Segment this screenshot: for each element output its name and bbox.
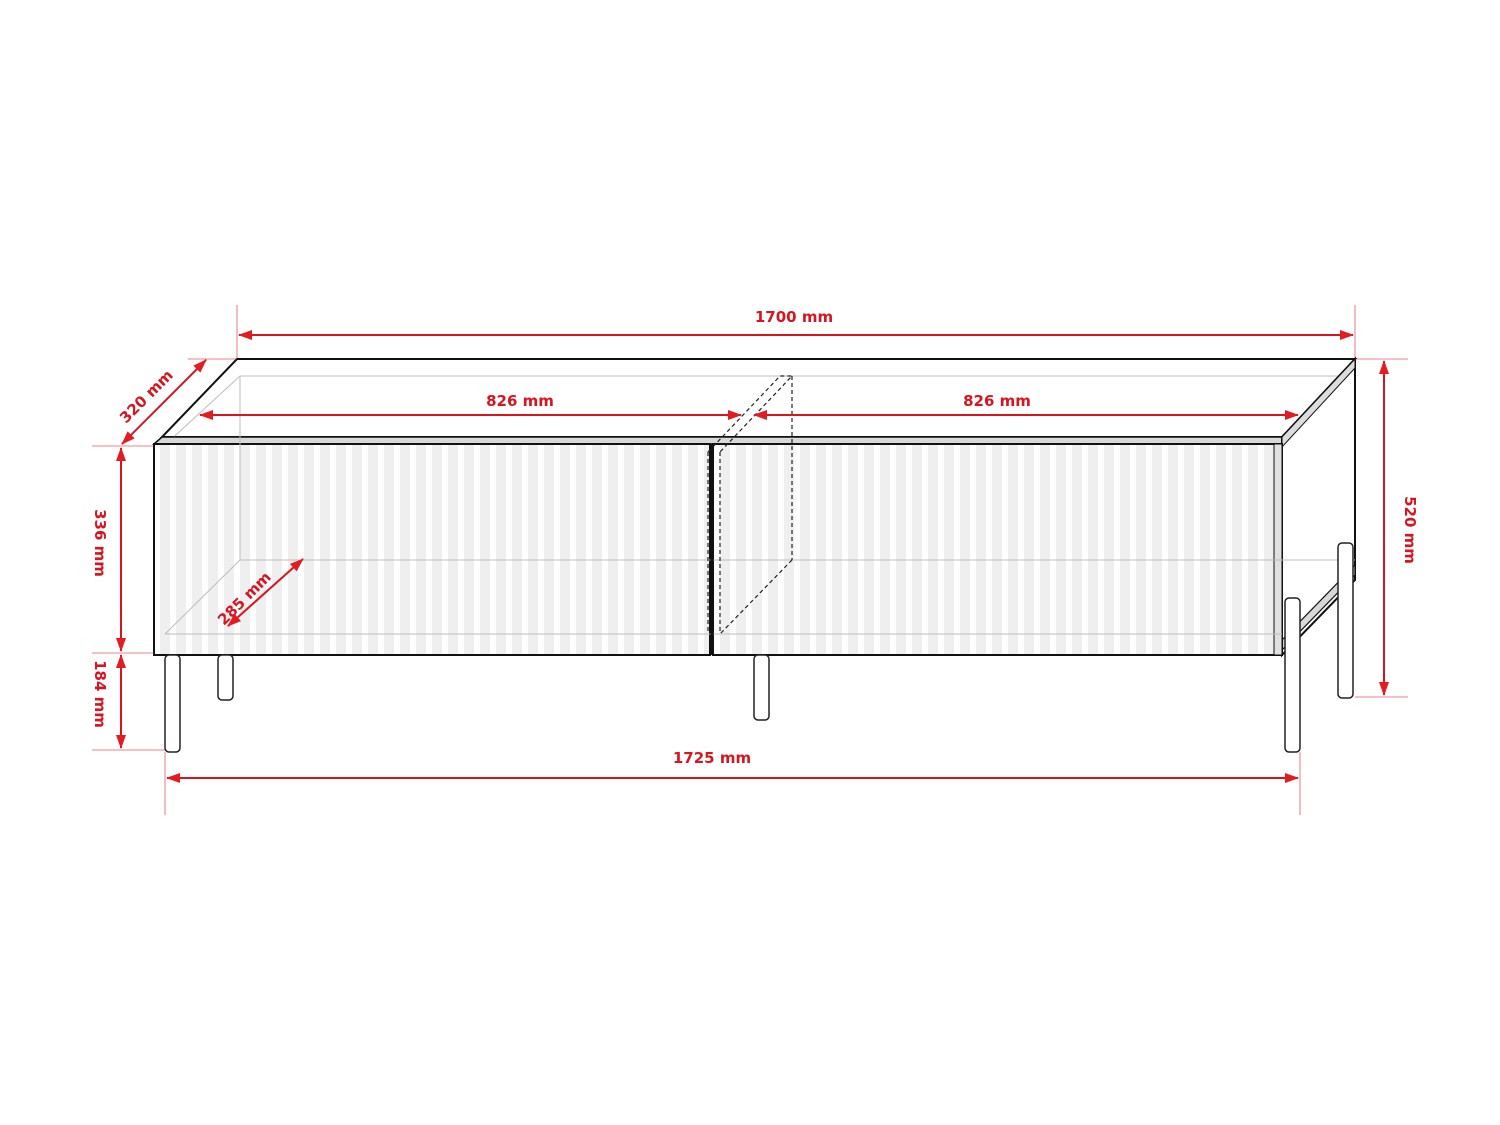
label-320: 320 mm <box>116 366 177 427</box>
dim-line-285 <box>227 558 304 627</box>
label-1725: 1725 mm <box>673 749 751 767</box>
leg-back-left <box>217 654 234 701</box>
label-826-right: 826 mm <box>963 392 1031 410</box>
label-1700: 1700 mm <box>755 308 833 326</box>
extension-lines <box>92 305 1408 815</box>
dim-line-320 <box>121 359 207 445</box>
dimension-lines <box>116 330 1389 783</box>
leg-front-left <box>164 654 181 753</box>
cabinet-body <box>152 356 1358 658</box>
label-336: 336 mm <box>91 509 109 577</box>
left-door-panel <box>153 443 711 656</box>
leg-front-right <box>1284 597 1301 753</box>
leg-middle <box>753 654 770 721</box>
label-826-left: 826 mm <box>486 392 554 410</box>
label-184: 184 mm <box>91 660 109 728</box>
leg-back-right <box>1337 542 1354 699</box>
label-520: 520 mm <box>1401 496 1419 564</box>
cabinet-legs <box>164 542 1354 753</box>
right-door-panel <box>712 443 1283 656</box>
